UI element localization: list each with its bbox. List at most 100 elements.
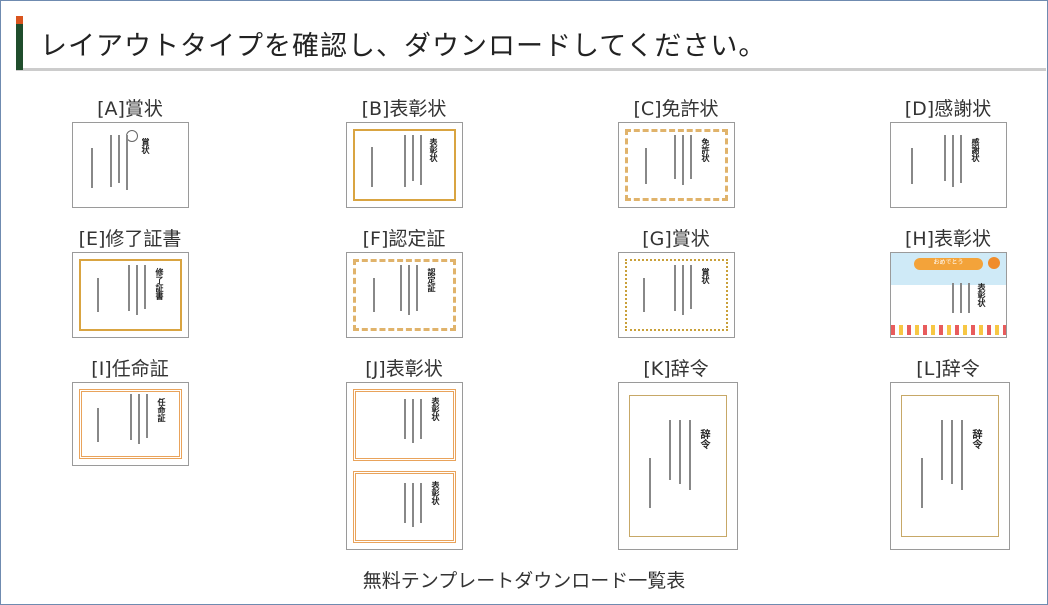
text-line (682, 134, 684, 185)
template-label[interactable]: [J]表彰状 (365, 358, 443, 380)
text-line (941, 419, 943, 480)
certificate-title: 表彰状 (431, 481, 441, 505)
decorative-border (353, 471, 456, 543)
text-line (643, 278, 645, 313)
template-thumbnail[interactable]: 辞令 (618, 382, 738, 550)
text-line (690, 134, 692, 179)
text-line (408, 264, 410, 315)
text-line (669, 419, 671, 480)
footer-caption: 無料テンプレートダウンロード一覧表 (362, 570, 686, 592)
text-line (420, 134, 422, 185)
decorative-border (629, 395, 727, 537)
text-line (960, 134, 962, 183)
certificate-title: 任命証 (157, 397, 167, 422)
template-thumbnail[interactable]: 賞状 (72, 122, 189, 208)
certificate-title: 賞状 (701, 268, 711, 285)
template-thumbnail[interactable]: 表彰状 (346, 122, 463, 208)
template-thumbnail[interactable]: 認定証 (346, 252, 463, 338)
text-line (400, 264, 402, 311)
text-line (416, 264, 418, 311)
header-accent-bar (16, 16, 23, 70)
text-line (130, 394, 132, 441)
text-line (674, 264, 676, 311)
sun-icon (988, 257, 1000, 269)
text-line (951, 419, 953, 484)
text-line (412, 483, 414, 527)
template-thumbnail[interactable]: 表彰状 表彰状 (346, 382, 463, 550)
text-line (952, 283, 954, 314)
template-thumbnail[interactable]: 任命証 (72, 382, 189, 466)
text-line (960, 283, 962, 314)
text-line (412, 399, 414, 443)
text-line (682, 264, 684, 315)
text-line (404, 134, 406, 187)
text-line (645, 148, 647, 185)
certificate-title: 修了証書 (155, 268, 165, 301)
template-thumbnail[interactable]: 修了証書 (72, 252, 189, 338)
certificate-title: 認定証 (427, 268, 437, 293)
text-line (138, 394, 140, 445)
text-line (97, 278, 99, 313)
flower-border (891, 325, 1006, 335)
text-line (690, 264, 692, 309)
decorative-border (79, 259, 182, 331)
text-line (146, 394, 148, 439)
text-line (373, 278, 375, 313)
certificate-title: 辞令 (970, 429, 981, 450)
text-line (136, 264, 138, 315)
certificate-title: 賞状 (141, 138, 151, 155)
decorative-border (79, 389, 182, 459)
text-line (404, 483, 406, 523)
text-line (420, 399, 422, 439)
certificate-title: 表彰状 (431, 397, 441, 421)
text-line (921, 457, 923, 508)
celebration-banner: おめでとう (914, 258, 983, 270)
template-label[interactable]: [E]修了証書 (78, 228, 182, 250)
text-line (404, 399, 406, 439)
text-line (679, 419, 681, 484)
decorative-border (625, 129, 728, 201)
template-label[interactable]: [B]表彰状 (361, 98, 447, 120)
template-thumbnail[interactable]: 感謝状 (890, 122, 1007, 208)
text-line (110, 134, 112, 187)
template-label[interactable]: [H]表彰状 (904, 228, 992, 250)
certificate-title: 辞令 (698, 429, 709, 450)
template-thumbnail[interactable]: 辞令 (890, 382, 1010, 550)
decorative-border (353, 129, 456, 201)
text-line (689, 419, 691, 490)
decorative-border (353, 259, 456, 331)
text-line (649, 457, 651, 508)
template-label[interactable]: [C]免許状 (633, 98, 719, 120)
text-line (126, 134, 128, 190)
certificate-title: 表彰状 (429, 138, 439, 163)
section-header: レイアウトタイプを確認し、ダウンロードしてください。 (16, 16, 1046, 71)
page-title: レイアウトタイプを確認し、ダウンロードしてください。 (40, 31, 767, 62)
template-label[interactable]: [L]辞令 (916, 358, 980, 380)
template-thumbnail[interactable]: 賞状 (618, 252, 735, 338)
text-line (961, 419, 963, 490)
text-line (118, 134, 120, 183)
text-line (944, 134, 946, 181)
template-label[interactable]: [I]任命証 (91, 358, 169, 380)
template-thumbnail[interactable]: おめでとう 表彰状 (890, 252, 1007, 338)
text-line (412, 134, 414, 181)
template-label[interactable]: [D]感謝状 (904, 98, 992, 120)
text-line (371, 146, 373, 187)
text-line (91, 148, 93, 189)
text-line (968, 283, 970, 314)
text-line (674, 134, 676, 179)
template-label[interactable]: [K]辞令 (643, 358, 709, 380)
template-label[interactable]: [A]賞状 (97, 98, 163, 120)
text-line (952, 134, 954, 187)
decorative-border (625, 259, 728, 331)
template-label[interactable]: [G]賞状 (642, 228, 710, 250)
template-label[interactable]: [F]認定証 (362, 228, 446, 250)
text-line (144, 264, 146, 309)
text-line (128, 264, 130, 311)
text-line (420, 483, 422, 523)
certificate-title: 表彰状 (977, 283, 987, 308)
template-thumbnail[interactable]: 免許状 (618, 122, 735, 208)
decorative-border (901, 395, 999, 537)
text-line (911, 148, 913, 185)
text-line (97, 407, 99, 442)
